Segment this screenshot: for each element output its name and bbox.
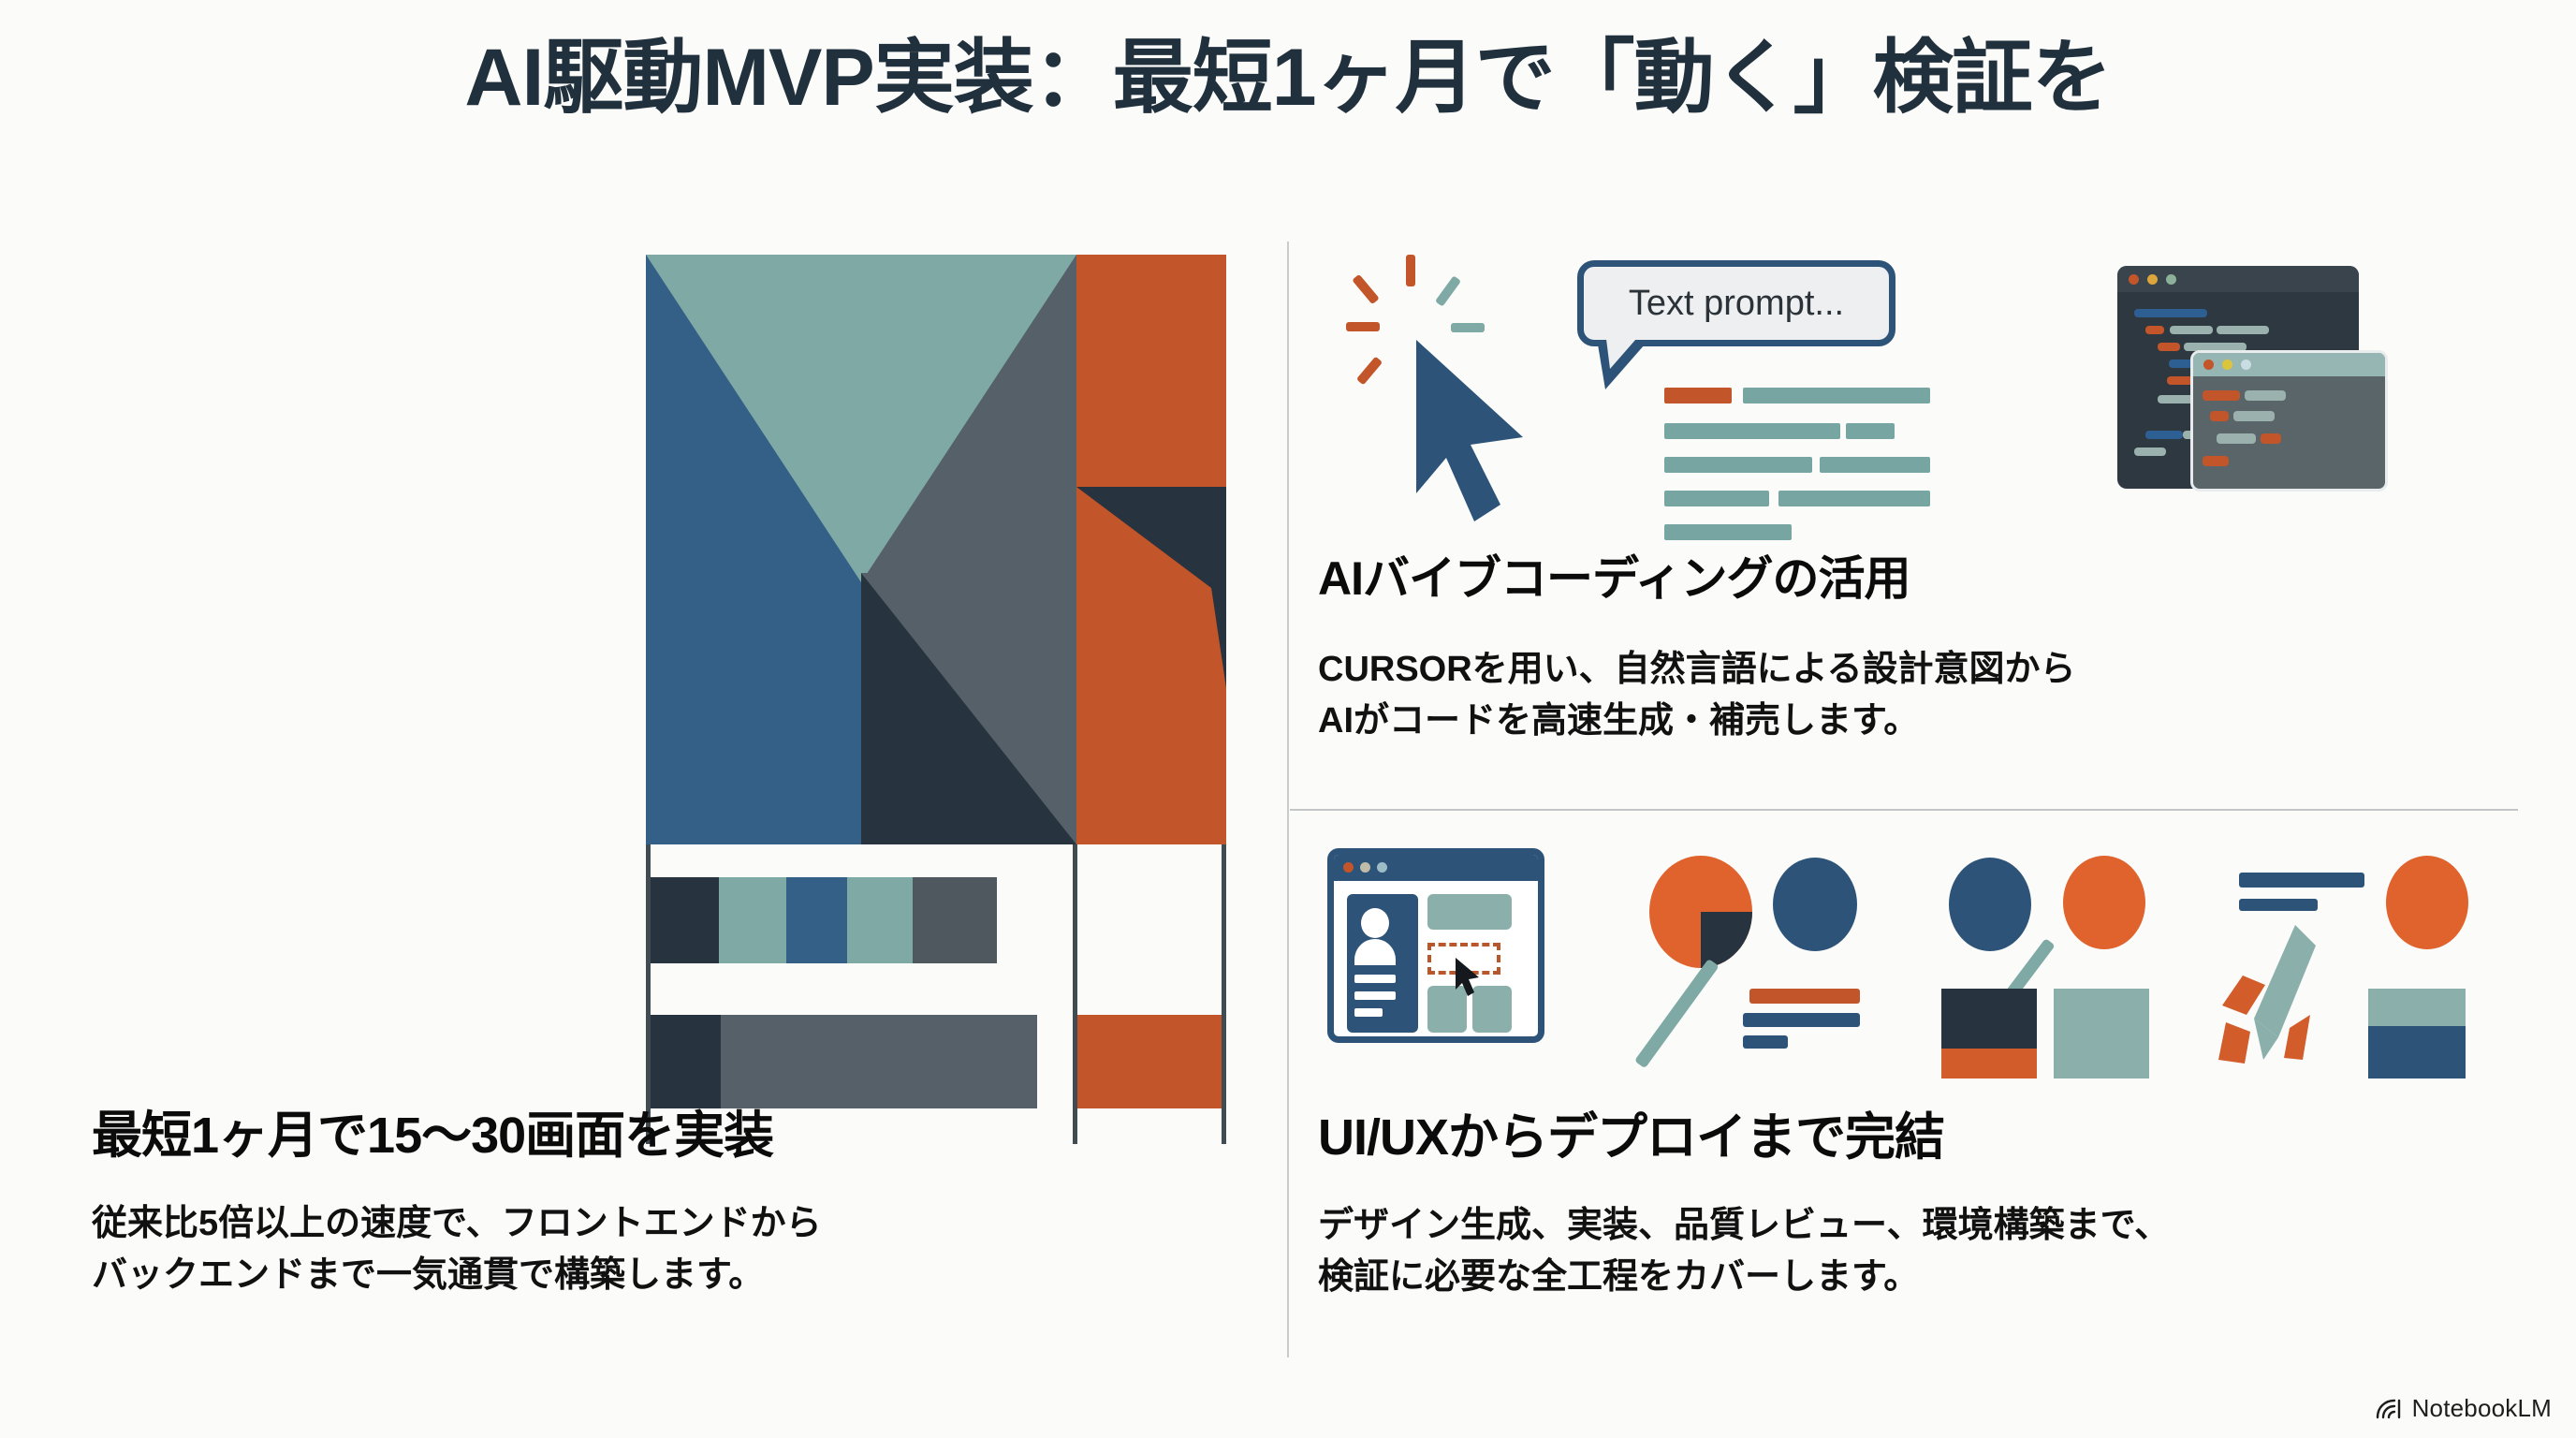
artwork-post-right [1222, 844, 1226, 1144]
page-title: AI駆動MVP実装：最短1ヶ月で「動く」検証を [464, 33, 2112, 123]
row-line-blue [1743, 1035, 1788, 1049]
prompt-bubble-text: Text prompt... [1628, 283, 1845, 323]
mockup-tile [1427, 894, 1512, 930]
abstract-geometric-artwork [646, 255, 1226, 1144]
ellipse-blue-icon [1773, 858, 1857, 951]
prompt-bubble-tail-inner [1606, 339, 1636, 369]
section-heading-left: 最短1ヶ月で15〜30画面を実装 [92, 1108, 774, 1164]
ellipse-blue-icon [1949, 858, 2031, 951]
artwork-bottom-orange [1076, 1015, 1226, 1108]
window-dot-red [2203, 360, 2214, 370]
square-blue [2368, 1026, 2466, 1078]
window-dot-blue [2241, 360, 2251, 370]
section-body-uiux: デザイン生成、実装、品質レビュー、環境構築まで、 検証に必要な全工程をカバーしま… [1318, 1206, 2171, 1298]
ellipse-orange-icon [2063, 856, 2145, 949]
row-line-blue [1743, 1013, 1860, 1027]
artwork-post-mid [1073, 844, 1077, 1144]
artwork-orange-navy-wedge-2 [1196, 487, 1226, 688]
window-dot-red [1343, 862, 1354, 873]
row-line-orange [1749, 989, 1860, 1004]
artwork-bar [847, 877, 913, 963]
artwork-bar [913, 877, 997, 963]
magnifier-handle [1633, 958, 1720, 1069]
footer-branding: NotebookLM [2375, 1394, 2552, 1423]
horizontal-divider [1290, 809, 2518, 811]
mockup-tile [1472, 986, 1512, 1033]
ui-mockup-window [1327, 848, 1544, 1043]
section-heading-vibe-coding: AIバイブコーディングの活用 [1318, 552, 1910, 605]
section-heading-uiux: UI/UXからデプロイまで完結 [1318, 1109, 1945, 1166]
artwork-orange-column [1076, 255, 1226, 844]
artwork-bottom-dark [651, 1015, 721, 1108]
notebooklm-icon [2376, 1399, 2400, 1418]
artwork-bar [786, 877, 847, 963]
row-line-navy [2239, 873, 2364, 888]
code-window-titlebar [2117, 266, 2359, 292]
ellipse-orange-icon [2386, 856, 2468, 949]
square-teal [2368, 989, 2466, 1028]
artwork-bar [651, 877, 719, 963]
vertical-divider [1287, 242, 1289, 1357]
prompt-bubble: Text prompt... [1577, 260, 1895, 346]
window-dot-blue [1377, 862, 1387, 873]
mouse-cursor-icon [1416, 340, 1523, 521]
window-dot-green [2166, 274, 2176, 285]
notebooklm-label: NotebookLM [2411, 1394, 2552, 1422]
square-orange [1941, 1049, 2037, 1078]
window-dot-gray [1360, 862, 1370, 873]
avatar-body-icon [1354, 939, 1396, 965]
mockup-cursor-icon [1456, 958, 1479, 996]
row-line-navy [2239, 899, 2318, 911]
window-dot-yellow [2147, 274, 2158, 285]
rocket-icon [2218, 925, 2316, 1064]
section-body-left: 従来比5倍以上の速度で、フロントエンドから バックエンドまで一気通貫で構築します… [92, 1204, 822, 1296]
mockup-tile [1427, 986, 1467, 1033]
artwork-main-block [646, 255, 1076, 844]
artwork-bottom-gray [721, 1015, 1037, 1108]
avatar-head-icon [1361, 908, 1389, 938]
artwork-bar [719, 877, 786, 963]
section-body-vibe-coding: CURSORを用い、自然言語による設計意図から AIがコードを高速生成・補売しま… [1318, 650, 2076, 741]
uiux-to-deploy-illustration [1314, 831, 2522, 1078]
artwork-post-left [646, 844, 651, 1144]
window-dot-red [2129, 274, 2139, 285]
square-teal [2054, 989, 2149, 1078]
window-dot-yellow [2222, 360, 2232, 370]
code-window-front [2190, 350, 2388, 492]
ai-vibe-coding-illustration: Text prompt... [1320, 245, 2518, 540]
